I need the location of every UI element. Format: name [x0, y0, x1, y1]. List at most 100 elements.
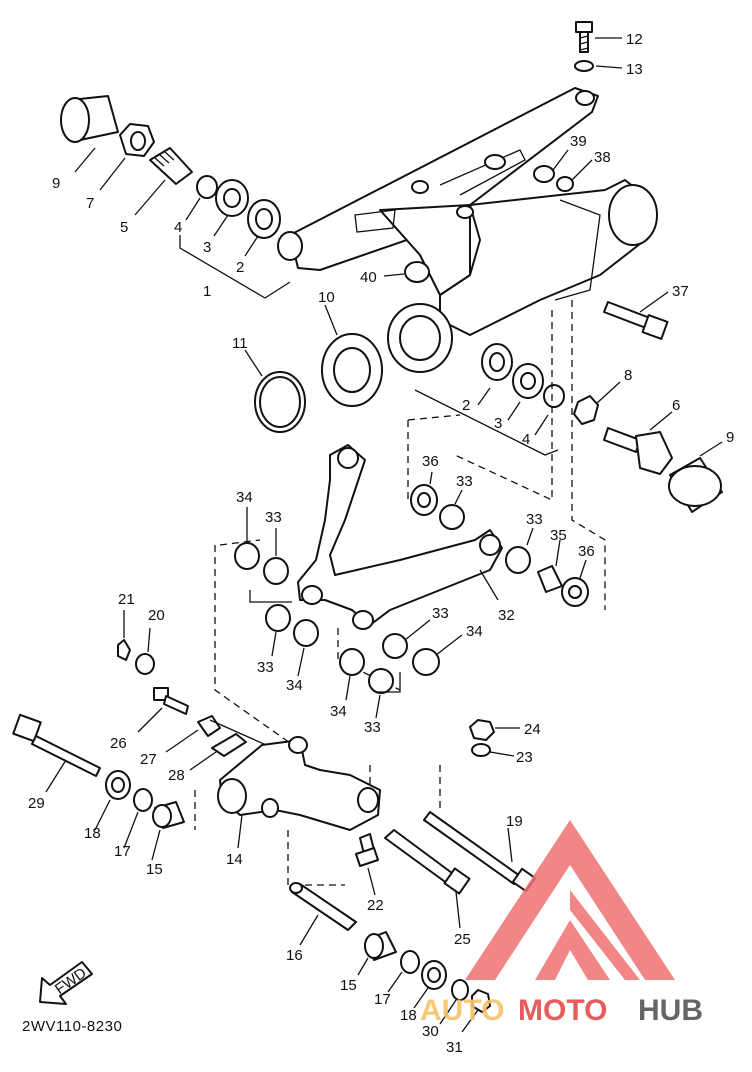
washer-17-bottom[interactable]	[400, 950, 420, 974]
callout-4-left: 4	[174, 219, 182, 236]
callout-9-left: 9	[52, 175, 60, 192]
callout-7: 7	[86, 195, 94, 212]
callout-13: 13	[626, 61, 643, 78]
callout-29: 29	[28, 795, 45, 812]
bolt-37[interactable]	[603, 301, 669, 340]
callout-32: 32	[498, 607, 515, 624]
callout-30: 30	[422, 1023, 439, 1040]
bushing-33-b[interactable]	[265, 604, 291, 632]
bracket-27[interactable]	[197, 715, 221, 737]
diagram-code: 2WV110-8230	[22, 1018, 123, 1035]
shaft-5[interactable]	[149, 147, 193, 185]
bolt-22[interactable]	[355, 833, 379, 867]
callout-16: 16	[286, 947, 303, 964]
bushing-33-d[interactable]	[382, 633, 408, 659]
spacer-35[interactable]	[537, 565, 563, 593]
bushing-34-b[interactable]	[293, 619, 319, 647]
callout-22: 22	[367, 897, 384, 914]
callout-1: 1	[203, 283, 211, 300]
callout-36-b: 36	[578, 543, 595, 560]
callout-10: 10	[318, 289, 335, 306]
pin-16[interactable]	[289, 882, 357, 931]
bushing-34-c[interactable]	[412, 648, 440, 676]
bushing-33-c[interactable]	[505, 546, 531, 574]
bushing-33-e[interactable]	[368, 668, 394, 694]
o-ring-11[interactable]	[254, 371, 306, 433]
callout-35: 35	[550, 527, 567, 544]
washer-38[interactable]	[556, 176, 574, 192]
watermark-text-auto: AUTO	[420, 994, 504, 1027]
washer-13[interactable]	[574, 60, 594, 72]
callout-21: 21	[118, 591, 135, 608]
bushing-36-b[interactable]	[561, 577, 589, 607]
callout-25: 25	[454, 931, 471, 948]
callout-14: 14	[226, 851, 243, 868]
callout-24: 24	[524, 721, 541, 738]
callout-18-left: 18	[84, 825, 101, 842]
collar-15-bottom[interactable]	[364, 931, 397, 961]
bolt-26[interactable]	[153, 687, 189, 715]
bolt-29[interactable]	[12, 713, 101, 777]
washer-17-left[interactable]	[133, 788, 153, 812]
bearing-3-left[interactable]	[215, 179, 249, 217]
callout-37: 37	[672, 283, 689, 300]
callout-5: 5	[120, 219, 128, 236]
callout-3-left: 3	[203, 239, 211, 256]
callout-33-e: 33	[364, 719, 381, 736]
callout-28: 28	[168, 767, 185, 784]
bearing-18-left[interactable]	[105, 770, 131, 800]
callout-23: 23	[516, 749, 533, 766]
clip-21[interactable]	[117, 639, 131, 661]
relay-arm-32[interactable]	[297, 444, 503, 630]
bearing-housing-10[interactable]	[321, 333, 383, 407]
callout-33-c: 33	[526, 511, 543, 528]
callout-18-bottom: 18	[400, 1007, 417, 1024]
bushing-34-d[interactable]	[339, 648, 365, 676]
washer-20[interactable]	[135, 653, 155, 675]
callout-17-bottom: 17	[374, 991, 391, 1008]
callout-15-bottom: 15	[340, 977, 357, 994]
seal-2-left[interactable]	[247, 199, 281, 239]
callout-33-b: 33	[257, 659, 274, 676]
callout-33-d: 33	[432, 605, 449, 622]
callout-34-d: 34	[330, 703, 347, 720]
bushing-33-upper[interactable]	[439, 504, 465, 530]
bearing-3-right[interactable]	[512, 363, 544, 399]
callout-17-left: 17	[114, 843, 131, 860]
collar-15-left[interactable]	[152, 801, 185, 829]
bushing-36-upper[interactable]	[410, 484, 438, 516]
nut-24[interactable]	[469, 719, 495, 741]
bracket-28[interactable]	[211, 733, 247, 757]
callout-labels: 12 13 39 38 9 7 5 4 3 2 1 40 37 10 11 8 …	[28, 31, 734, 1056]
callout-38: 38	[594, 149, 611, 166]
collar-4-right[interactable]	[543, 384, 565, 408]
collar-4-left[interactable]	[196, 175, 218, 199]
bearing-18-bottom[interactable]	[421, 960, 447, 990]
callout-2-right: 2	[462, 397, 470, 414]
washer-30[interactable]	[451, 979, 469, 1001]
nut-39[interactable]	[533, 165, 555, 183]
bushing-34-a[interactable]	[234, 542, 260, 570]
lock-washer-8[interactable]	[573, 395, 599, 425]
callout-31: 31	[446, 1039, 463, 1056]
cap-9-right[interactable]	[668, 457, 723, 513]
callout-19: 19	[506, 813, 523, 830]
cap-9-left[interactable]	[60, 95, 119, 143]
connecting-rod-14[interactable]	[217, 736, 381, 831]
watermark-text-moto: MOTO	[518, 994, 607, 1027]
washer-23[interactable]	[471, 743, 491, 757]
bolt-12[interactable]	[575, 21, 593, 53]
bolt-25[interactable]	[384, 829, 471, 895]
plug-40[interactable]	[404, 261, 430, 283]
nut-31[interactable]	[471, 989, 491, 1013]
bushing-33-a[interactable]	[263, 557, 289, 585]
callout-3-right: 3	[494, 415, 502, 432]
swing-arm[interactable]	[277, 87, 658, 373]
seal-2-right[interactable]	[481, 343, 513, 381]
callout-11: 11	[232, 335, 248, 352]
callout-6: 6	[672, 397, 680, 414]
callout-4-right: 4	[522, 431, 530, 448]
nut-7[interactable]	[119, 123, 155, 157]
pivot-shaft-6[interactable]	[603, 427, 673, 475]
